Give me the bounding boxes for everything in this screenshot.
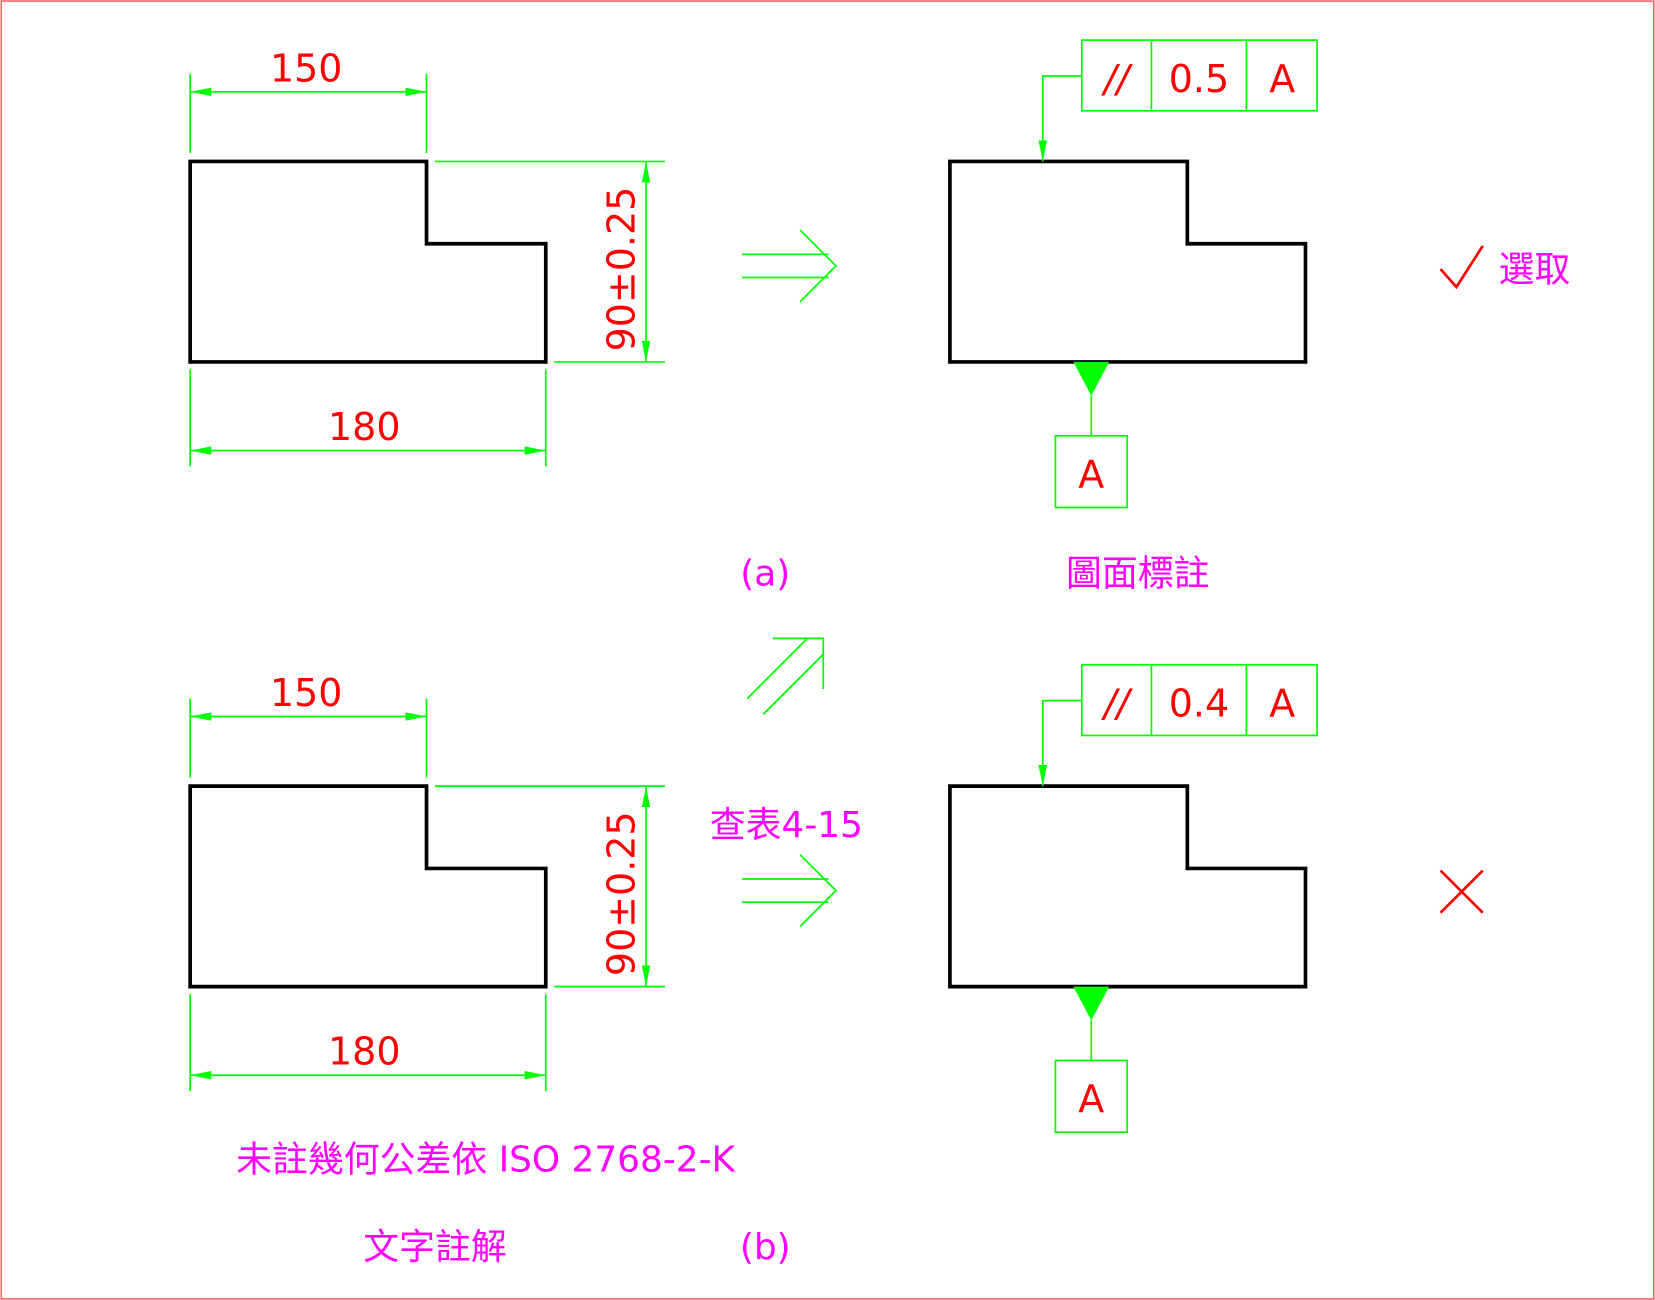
label-b: (b) (740, 1227, 791, 1268)
datum-feature: A (1054, 986, 1129, 1134)
check-icon (1439, 245, 1484, 290)
part-a-annotated-drawing: // 0.5 A A (948, 39, 1318, 509)
feature-control-frame: // 0.5 A (1038, 39, 1318, 162)
right-arrow-icon (742, 229, 838, 303)
dimension-180: 180 (189, 369, 547, 467)
parallelism-symbol: // (1101, 57, 1134, 101)
result-text: 選取 (1499, 250, 1571, 291)
part-a-source-drawing: 150 180 90±0.25 (188, 46, 665, 467)
tolerance-value: 0.5 (1169, 57, 1229, 101)
dimension-text: 90±0.25 (599, 187, 643, 352)
feature-control-frame: // 0.4 A (1038, 663, 1318, 787)
dimension-text: 180 (328, 405, 400, 449)
datum-reference: A (1269, 57, 1295, 101)
datum-reference: A (1269, 681, 1295, 725)
diagonal-arrow-icon (746, 637, 825, 715)
part-b-annotated-drawing: // 0.4 A A (948, 663, 1318, 1134)
caption-a: 圖面標註 (1066, 554, 1209, 595)
label-a: (a) (740, 554, 790, 595)
dimension-150: 150 (189, 46, 428, 154)
parallelism-symbol: // (1101, 681, 1134, 725)
datum-letter: A (1078, 1077, 1104, 1121)
dimension-text: 90±0.25 (599, 811, 643, 976)
datum-letter: A (1078, 453, 1104, 497)
dimension-text: 150 (270, 671, 342, 715)
lookup-text: 查表4-15 (710, 805, 863, 846)
cross-icon (1439, 869, 1484, 914)
part-b-source-drawing: 150 180 90±0.25 (188, 671, 838, 1092)
datum-feature: A (1054, 361, 1129, 509)
caption-b: 文字註解 (363, 1227, 506, 1268)
dimension-height: 90±0.25 (434, 785, 665, 988)
part-outline (188, 159, 548, 364)
dimension-text: 180 (328, 1030, 400, 1074)
dimension-180: 180 (189, 993, 547, 1092)
tolerance-note: 未註幾何公差依 ISO 2768-2-K (236, 1139, 736, 1180)
dimension-height: 90±0.25 (434, 160, 665, 363)
tolerance-value: 0.4 (1169, 681, 1229, 725)
dimension-text: 150 (270, 46, 342, 90)
dimension-150: 150 (189, 671, 428, 778)
right-arrow-icon (742, 854, 838, 928)
